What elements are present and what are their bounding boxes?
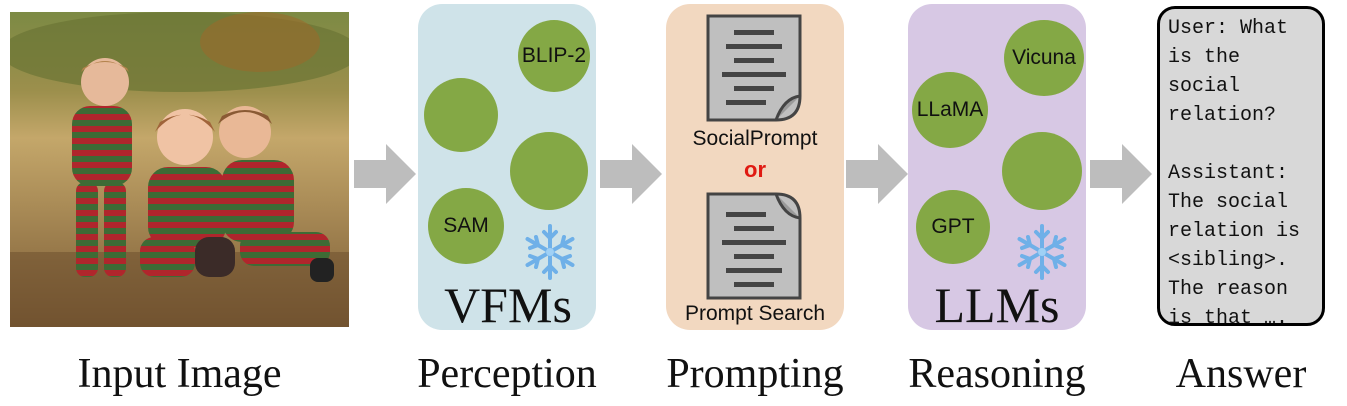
node-gpt: GPT: [916, 190, 990, 264]
node-blank-2: [510, 132, 588, 210]
reasoning-title: LLMs: [934, 277, 1060, 333]
answer-line: Assistant:: [1168, 162, 1289, 185]
node-vicuna: Vicuna: [1004, 20, 1084, 96]
answer-line: is that ….: [1168, 307, 1289, 330]
answer-line: User: What: [1168, 17, 1289, 40]
perception-title: VFMs: [444, 277, 572, 333]
stage-perception: Perception: [417, 351, 597, 397]
stage-reasoning: Reasoning: [908, 351, 1086, 397]
node-sam: SAM: [428, 188, 504, 264]
node-blank-1: [424, 78, 498, 152]
arrow-to-answer: [1090, 144, 1152, 204]
answer-line: is the: [1168, 46, 1241, 69]
answer-line: <sibling>.: [1168, 249, 1289, 272]
arrow-to-prompting: [600, 144, 662, 204]
arrow-to-reasoning: [846, 144, 908, 204]
snowflake-icon: [1017, 224, 1067, 280]
answer-line: The reason: [1168, 278, 1289, 301]
node-blip2: BLIP-2: [518, 20, 590, 92]
or-connector: or: [744, 157, 766, 182]
answer-line: social: [1168, 75, 1241, 98]
snowflake-icon: [525, 224, 575, 280]
prompt-search-label: Prompt Search: [684, 302, 826, 325]
social-prompt-label: SocialPrompt: [692, 127, 818, 150]
photo-children-illustration: [10, 12, 349, 327]
input-photo: [10, 12, 349, 327]
answer-line: relation?: [1168, 104, 1277, 127]
document-icon-bottom: [706, 192, 802, 300]
stage-prompting: Prompting: [666, 351, 844, 397]
arrow-to-perception: [354, 144, 416, 204]
answer-line: relation is: [1168, 220, 1301, 243]
node-llama: LLaMA: [912, 72, 988, 148]
node-blank-3: [1002, 132, 1082, 210]
stage-input-image: Input Image: [77, 351, 282, 397]
stage-answer: Answer: [1175, 351, 1307, 397]
answer-line: The social: [1168, 191, 1289, 214]
answer-box: [1157, 6, 1325, 326]
document-icon-top: [706, 14, 802, 122]
